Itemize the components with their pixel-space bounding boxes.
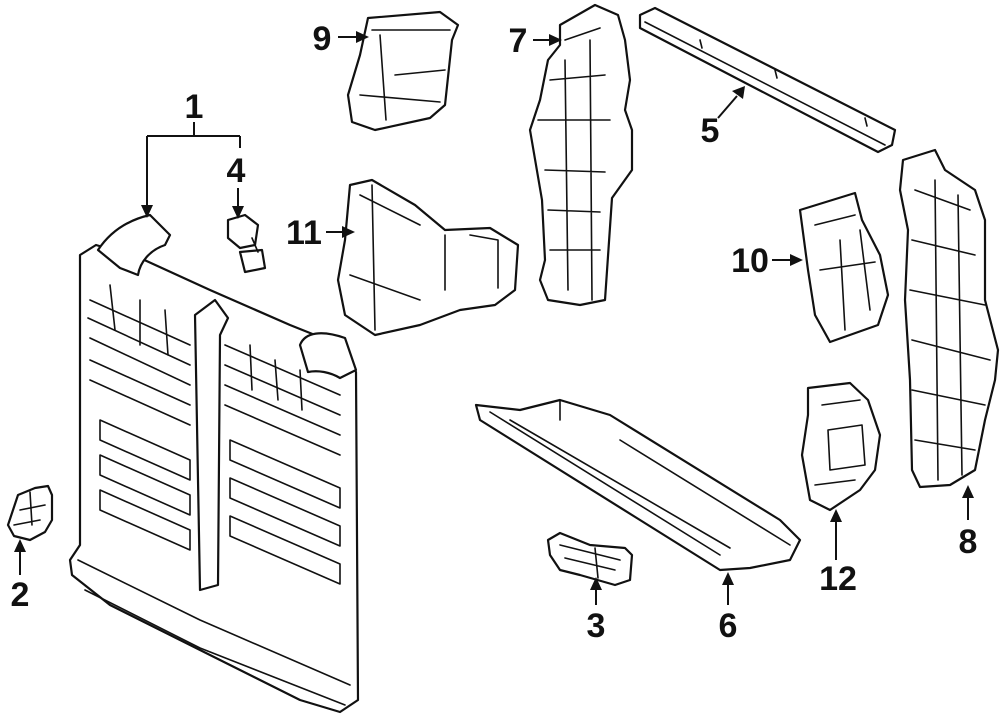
part-6-lower-deflector bbox=[474, 398, 802, 572]
callout-11-arrow-icon bbox=[342, 226, 355, 238]
part-9-air-guide bbox=[346, 10, 460, 132]
callout-7-number: 7 bbox=[509, 22, 528, 60]
callout-3-arrow-icon bbox=[590, 577, 602, 590]
callout-1-number: 1 bbox=[185, 88, 204, 126]
callout-1-leader bbox=[146, 122, 241, 205]
callout-10-number: 10 bbox=[731, 242, 769, 280]
callout-9-arrow-icon bbox=[356, 31, 369, 43]
callout-8-number: 8 bbox=[959, 523, 978, 561]
callout-10-arrow-icon bbox=[790, 254, 803, 266]
part-2-bracket bbox=[6, 484, 54, 542]
callout-12-number: 12 bbox=[819, 560, 857, 598]
callout-9-number: 9 bbox=[313, 20, 332, 58]
callout-leaders bbox=[14, 31, 974, 605]
part-12-air-guide bbox=[800, 381, 882, 512]
callout-2-arrow-icon bbox=[14, 539, 26, 552]
callout-4-number: 4 bbox=[227, 152, 246, 190]
callout-4-arrow-icon bbox=[232, 206, 244, 219]
callout-7-arrow-icon bbox=[549, 34, 562, 46]
callout-5-arrow-icon bbox=[732, 86, 745, 99]
callout-11-number: 11 bbox=[286, 214, 322, 252]
part-1-shutter-assembly bbox=[68, 213, 360, 714]
callout-1-arrow-a-icon bbox=[141, 205, 153, 218]
callout-5-leader bbox=[717, 95, 738, 119]
callout-3-number: 3 bbox=[587, 607, 606, 645]
part-5-tie-bar bbox=[638, 6, 897, 154]
part-11-air-guide bbox=[336, 178, 520, 337]
callout-6-number: 6 bbox=[719, 607, 738, 645]
part-10-air-guide bbox=[798, 191, 890, 344]
callout-8-arrow-icon bbox=[962, 485, 974, 498]
part-4-sensor bbox=[226, 213, 267, 274]
callout-6-arrow-icon bbox=[722, 572, 734, 585]
callout-2-number: 2 bbox=[11, 576, 30, 614]
callout-numbers: 1 2 3 4 5 6 7 8 9 10 11 12 bbox=[11, 20, 978, 645]
part-8-side-duct bbox=[898, 148, 1000, 489]
part-3-bracket bbox=[546, 531, 634, 587]
part-7-side-duct bbox=[528, 3, 634, 307]
callout-5-number: 5 bbox=[701, 112, 720, 150]
callout-12-arrow-icon bbox=[830, 509, 842, 522]
